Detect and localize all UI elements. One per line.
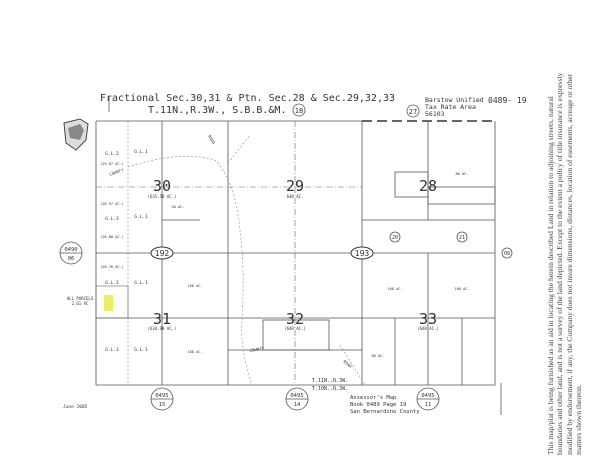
section-acreage: 640 AC.	[287, 194, 304, 199]
lot-label: G.L.1	[134, 347, 148, 353]
road-number: 192	[155, 249, 170, 258]
parcel-number: 08	[504, 251, 510, 257]
lot-label: G.L.1	[134, 149, 148, 155]
road-193-badge	[350, 246, 374, 260]
parcel-number: 20	[392, 235, 398, 241]
section-acreage: (634.98 AC.)	[148, 326, 177, 331]
map-subtitle: T.11N.,R.3W., S.B.B.&M.	[148, 105, 286, 116]
footer-assessors-map: Assessor's Map	[350, 395, 396, 401]
acreage-label: (29.87 AC.)	[100, 162, 124, 166]
subdivision-block	[95, 285, 129, 319]
circle-27	[406, 104, 420, 118]
circle-18	[292, 103, 306, 117]
acreage-label: (28.76 AC.)	[100, 265, 124, 269]
road-192-badge	[150, 246, 174, 260]
tax-rate-area-code: 56103	[425, 110, 445, 118]
all-parcels-acreage: 2.61 AC	[72, 301, 89, 306]
adjacent-page: 11	[425, 402, 432, 408]
acreage-label: (28.80 AC.)	[100, 235, 124, 239]
section-number-29: 29	[286, 177, 304, 195]
map-date: June 2005	[63, 404, 88, 410]
adjacent-map-0495-15[interactable]: 0495 15	[150, 387, 174, 411]
acreage-label: 160 AC.	[187, 350, 202, 354]
road-label: ROAD	[207, 134, 216, 145]
acreage-label: 40 AC.	[172, 205, 185, 209]
section-grid	[95, 120, 496, 386]
footer-county: San Bernardino County	[350, 409, 420, 415]
adjacent-page: 15	[159, 402, 166, 408]
acreage-label: 80 AC.	[372, 354, 385, 358]
acreage-label: (28.97 AC.)	[100, 202, 124, 206]
circled-number: 18	[295, 107, 303, 115]
county-road-label: COUNTY	[249, 345, 265, 353]
all-parcels-label: ALL PARCELS	[67, 296, 94, 301]
road-number: 193	[355, 249, 370, 258]
section-acreage: (635.58 AC.)	[148, 194, 177, 199]
lot-label: G.L.2	[105, 151, 119, 157]
adjacent-book: 0490	[64, 247, 77, 253]
footer-book-page: Book 0489 Page 19	[350, 402, 406, 408]
lot-label: G.L.3	[105, 347, 119, 353]
parcel-21[interactable]	[456, 231, 468, 243]
lot-label: G.L.1	[134, 214, 148, 220]
acreage-label: 80 AC.	[456, 172, 469, 176]
lot-label: G.L.2	[105, 280, 119, 286]
township-north: T.11N.,R.3W.	[312, 378, 348, 384]
section-number-32: 32	[286, 310, 304, 328]
adjacent-page: 06	[68, 256, 75, 262]
map-title: Fractional Sec.30,31 & Ptn. Sec.28 & Sec…	[100, 93, 395, 104]
acreage-label: 160 AC.	[387, 287, 402, 291]
county-seal-logo	[63, 118, 89, 151]
section-number-33: 33	[419, 310, 437, 328]
adjacent-book: 0495	[155, 393, 168, 399]
circled-number: 27	[409, 108, 417, 116]
school-district: Barstow Unified	[425, 96, 484, 104]
section-number-30: 30	[153, 177, 171, 195]
township-south: T.10N.,R.3W.	[312, 386, 348, 392]
section-acreage: (640 AC.)	[284, 326, 306, 331]
parcel-number: 21	[459, 235, 465, 241]
disclaimer-text: This map/plat is being furnished as an a…	[546, 72, 583, 455]
lot-label: G.L.1	[134, 280, 148, 286]
adjacent-page: 14	[294, 402, 301, 408]
county-road-label: COUNTY	[109, 167, 125, 177]
section-number-28: 28	[419, 177, 437, 195]
parcel-20[interactable]	[389, 231, 401, 243]
adjacent-book: 0495	[421, 393, 434, 399]
parcel-08[interactable]	[501, 247, 513, 259]
section-acreage: (640 AC.)	[417, 326, 439, 331]
highlighted-parcel[interactable]	[104, 295, 113, 311]
acreage-label: 160 AC.	[187, 284, 202, 288]
adjacent-map-0495-11[interactable]: 0495 11	[416, 387, 440, 411]
adjacent-book: 0495	[290, 393, 303, 399]
adjacent-map-0490-06[interactable]: 0490 06	[59, 241, 83, 265]
road-label: ROAD	[342, 359, 353, 369]
tax-rate-area-label: Tax Rate Area	[425, 103, 476, 111]
section-number-31: 31	[153, 310, 171, 328]
lot-label: G.L.3	[105, 216, 119, 222]
map-id: 0489- 19	[488, 96, 527, 105]
adjacent-map-0495-14[interactable]: 0495 14	[285, 387, 309, 411]
acreage-label: 160 AC.	[454, 287, 469, 291]
